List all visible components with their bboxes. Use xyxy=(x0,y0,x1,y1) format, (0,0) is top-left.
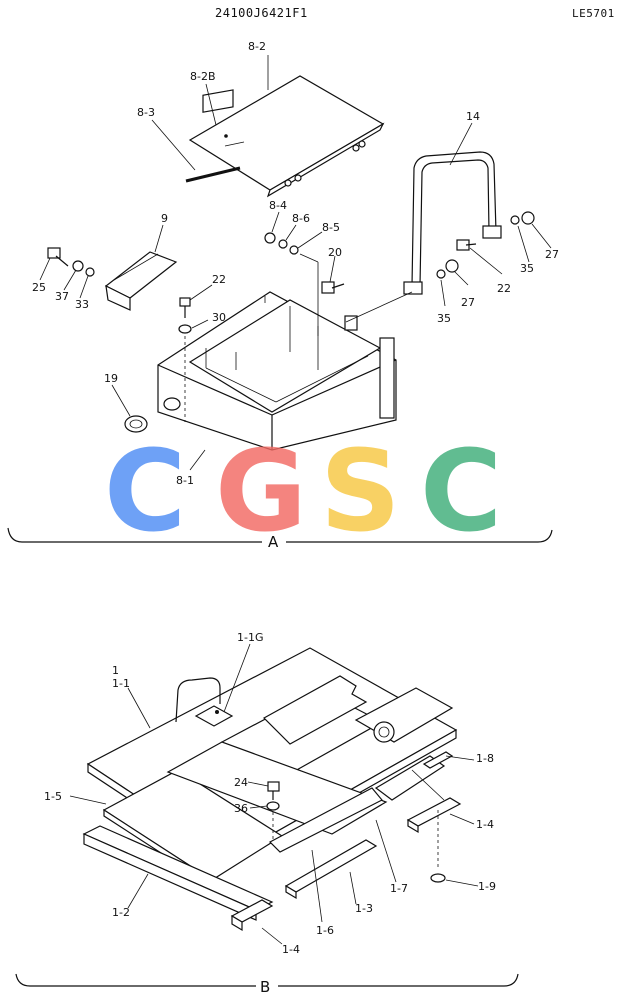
drawing-id: 24100J6421F1 xyxy=(215,6,308,20)
label-1-5: 1-5 xyxy=(44,790,62,803)
section-a-bracket: A xyxy=(7,527,553,551)
section-a-assembly: 8-2 8-2B 8-3 14 9 8-4 8-6 8-5 20 25 37 3… xyxy=(32,40,559,487)
section-a-label: A xyxy=(268,533,279,551)
label-1: 1 xyxy=(112,664,119,677)
label-20: 20 xyxy=(328,246,342,259)
section-b-assembly: 1-1G 1 1-1 1-8 24 1-5 36 1-4 1-7 1-9 1-2… xyxy=(44,631,496,956)
label-14: 14 xyxy=(466,110,480,123)
label-8-3: 8-3 xyxy=(137,106,155,119)
leader-lines-b xyxy=(69,643,479,945)
label-33: 33 xyxy=(75,298,89,311)
label-9: 9 xyxy=(161,212,168,225)
section-b-label: B xyxy=(260,978,270,996)
section-b-bracket: B xyxy=(15,973,519,996)
label-8-2b: 8-2B xyxy=(190,70,216,83)
fasteners-a xyxy=(47,211,535,433)
part-labels-b: 1-1G 1 1-1 1-8 24 1-5 36 1-4 1-7 1-9 1-2… xyxy=(44,631,496,956)
label-8-5: 8-5 xyxy=(322,221,340,234)
lid-part-8-2 xyxy=(188,75,385,198)
label-1-6: 1-6 xyxy=(316,924,334,937)
page-code: LE5701 xyxy=(572,7,615,20)
label-1-7: 1-7 xyxy=(390,882,408,895)
watermark-letter-4: C xyxy=(420,427,502,557)
label-19: 19 xyxy=(104,372,118,385)
label-35a: 35 xyxy=(520,262,534,275)
label-35b: 35 xyxy=(437,312,451,325)
label-27b: 27 xyxy=(461,296,475,309)
cgsc-watermark: C G S C xyxy=(104,427,502,557)
battery-box-8-1 xyxy=(157,291,397,451)
label-1-9: 1-9 xyxy=(478,880,496,893)
handle-part-14 xyxy=(345,151,502,323)
label-8-4: 8-4 xyxy=(269,199,287,212)
watermark-letter-2: G xyxy=(215,427,307,557)
label-1-8: 1-8 xyxy=(476,752,494,765)
part-labels-a: 8-2 8-2B 8-3 14 9 8-4 8-6 8-5 20 25 37 3… xyxy=(32,40,559,487)
label-1-2: 1-2 xyxy=(112,906,130,919)
label-22b: 22 xyxy=(497,282,511,295)
watermark-letter-3: S xyxy=(320,427,401,557)
watermark-letter-1: C xyxy=(104,427,186,557)
rod-part-8-3 xyxy=(185,166,241,183)
label-1-1g: 1-1G xyxy=(237,631,264,644)
label-36: 36 xyxy=(234,802,248,815)
label-1-3: 1-3 xyxy=(355,902,373,915)
label-22a: 22 xyxy=(212,273,226,286)
label-1-4b: 1-4 xyxy=(282,943,300,956)
label-27a: 27 xyxy=(545,248,559,261)
label-37: 37 xyxy=(55,290,69,303)
label-8-1: 8-1 xyxy=(176,474,194,487)
label-24: 24 xyxy=(234,776,248,789)
label-25: 25 xyxy=(32,281,46,294)
label-1-4a: 1-4 xyxy=(476,818,494,831)
frame-rails xyxy=(82,751,462,932)
label-8-2: 8-2 xyxy=(248,40,266,53)
label-1-1: 1-1 xyxy=(112,677,130,690)
label-8-6: 8-6 xyxy=(292,212,310,225)
bracket-part-9 xyxy=(104,251,178,311)
leader-lines-a xyxy=(39,55,552,471)
label-30: 30 xyxy=(212,311,226,324)
